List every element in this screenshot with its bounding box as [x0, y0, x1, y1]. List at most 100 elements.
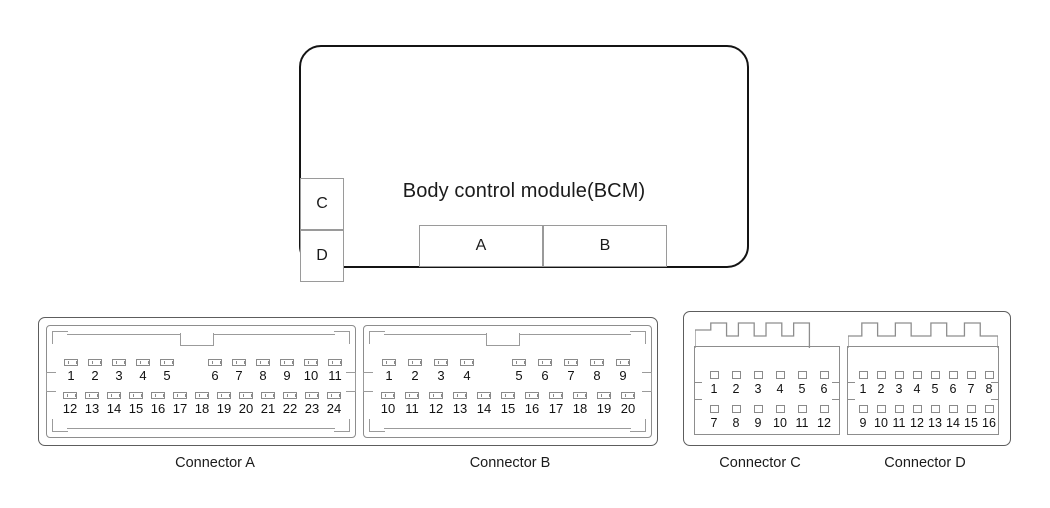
- pin-21[interactable]: 21: [257, 392, 279, 417]
- pin-number: 13: [928, 416, 942, 430]
- bcm-port-a-label: A: [475, 237, 487, 254]
- pin-number: 6: [820, 382, 828, 396]
- pin-terminal-icon: [709, 405, 719, 413]
- pin-1[interactable]: 1: [703, 371, 725, 397]
- pin-4[interactable]: 4: [454, 359, 480, 384]
- pin-9[interactable]: 9: [610, 359, 636, 384]
- pin-8[interactable]: 8: [584, 359, 610, 384]
- bcm-port-c[interactable]: C: [300, 178, 344, 230]
- pin-6[interactable]: 6: [944, 371, 962, 397]
- pin-16[interactable]: 16: [980, 405, 998, 431]
- pin-7[interactable]: 7: [558, 359, 584, 384]
- pin-terminal-icon: [590, 359, 604, 366]
- pin-14[interactable]: 14: [944, 405, 962, 431]
- pin-1[interactable]: 1: [59, 359, 83, 384]
- pin-number: 9: [859, 416, 867, 430]
- pin-10[interactable]: 10: [299, 359, 323, 384]
- pin-20[interactable]: 20: [616, 392, 640, 417]
- pin-10[interactable]: 10: [769, 405, 791, 431]
- pin-3[interactable]: 3: [747, 371, 769, 397]
- pin-19[interactable]: 19: [213, 392, 235, 417]
- pin-13[interactable]: 13: [926, 405, 944, 431]
- pin-17[interactable]: 17: [169, 392, 191, 417]
- pin-8[interactable]: 8: [725, 405, 747, 431]
- pin-11[interactable]: 11: [791, 405, 813, 431]
- pin-terminal-icon: [283, 392, 297, 399]
- pin-1[interactable]: 1: [854, 371, 872, 397]
- pin-16[interactable]: 16: [147, 392, 169, 417]
- pin-22[interactable]: 22: [279, 392, 301, 417]
- pin-1[interactable]: 1: [376, 359, 402, 384]
- pin-12[interactable]: 12: [813, 405, 835, 431]
- caption-connector-d: Connector D: [884, 455, 966, 471]
- pin-12[interactable]: 12: [424, 392, 448, 417]
- pin-number: 22: [282, 401, 298, 416]
- bcm-port-d[interactable]: D: [300, 230, 344, 282]
- pin-24[interactable]: 24: [323, 392, 345, 417]
- pin-14[interactable]: 14: [472, 392, 496, 417]
- pin-5[interactable]: 5: [791, 371, 813, 397]
- pin-10[interactable]: 10: [376, 392, 400, 417]
- pin-3[interactable]: 3: [428, 359, 454, 384]
- pin-13[interactable]: 13: [81, 392, 103, 417]
- pin-6[interactable]: 6: [813, 371, 835, 397]
- pin-20[interactable]: 20: [235, 392, 257, 417]
- pin-number: 7: [235, 368, 243, 383]
- pin-15[interactable]: 15: [496, 392, 520, 417]
- caption-connector-a: Connector A: [175, 455, 255, 471]
- pin-2[interactable]: 2: [725, 371, 747, 397]
- pin-5[interactable]: 5: [155, 359, 179, 384]
- pin-7[interactable]: 7: [227, 359, 251, 384]
- bcm-port-b[interactable]: B: [543, 225, 667, 267]
- pin-4[interactable]: 4: [769, 371, 791, 397]
- pin-6[interactable]: 6: [532, 359, 558, 384]
- pin-7[interactable]: 7: [962, 371, 980, 397]
- pin-terminal-icon: [775, 371, 785, 379]
- pin-terminal-icon: [966, 371, 976, 379]
- bcm-port-a[interactable]: A: [419, 225, 543, 267]
- pin-7[interactable]: 7: [703, 405, 725, 431]
- pin-12[interactable]: 12: [59, 392, 81, 417]
- pin-18[interactable]: 18: [191, 392, 213, 417]
- pin-6[interactable]: 6: [203, 359, 227, 384]
- pin-13[interactable]: 13: [448, 392, 472, 417]
- pin-8[interactable]: 8: [251, 359, 275, 384]
- pin-2[interactable]: 2: [872, 371, 890, 397]
- pin-23[interactable]: 23: [301, 392, 323, 417]
- pin-19[interactable]: 19: [592, 392, 616, 417]
- pin-10[interactable]: 10: [872, 405, 890, 431]
- pin-15[interactable]: 15: [962, 405, 980, 431]
- pin-2[interactable]: 2: [83, 359, 107, 384]
- pin-9[interactable]: 9: [747, 405, 769, 431]
- pin-5[interactable]: 5: [926, 371, 944, 397]
- pin-number: 15: [964, 416, 978, 430]
- pin-18[interactable]: 18: [568, 392, 592, 417]
- pin-terminal-icon: [405, 392, 419, 399]
- pin-16[interactable]: 16: [520, 392, 544, 417]
- pin-9[interactable]: 9: [275, 359, 299, 384]
- pin-9[interactable]: 9: [854, 405, 872, 431]
- pin-number: 6: [949, 382, 957, 396]
- pin-number: 14: [946, 416, 960, 430]
- pin-17[interactable]: 17: [544, 392, 568, 417]
- pin-3[interactable]: 3: [890, 371, 908, 397]
- pin-11[interactable]: 11: [323, 359, 347, 384]
- pin-8[interactable]: 8: [980, 371, 998, 397]
- pin-12[interactable]: 12: [908, 405, 926, 431]
- pin-5[interactable]: 5: [506, 359, 532, 384]
- pin-2[interactable]: 2: [402, 359, 428, 384]
- pin-3[interactable]: 3: [107, 359, 131, 384]
- pin-terminal-icon: [621, 392, 635, 399]
- pin-4[interactable]: 4: [131, 359, 155, 384]
- pin-11[interactable]: 11: [400, 392, 424, 417]
- pin-4[interactable]: 4: [908, 371, 926, 397]
- pin-11[interactable]: 11: [890, 405, 908, 431]
- pin-14[interactable]: 14: [103, 392, 125, 417]
- pin-terminal-icon: [129, 392, 143, 399]
- pin-15[interactable]: 15: [125, 392, 147, 417]
